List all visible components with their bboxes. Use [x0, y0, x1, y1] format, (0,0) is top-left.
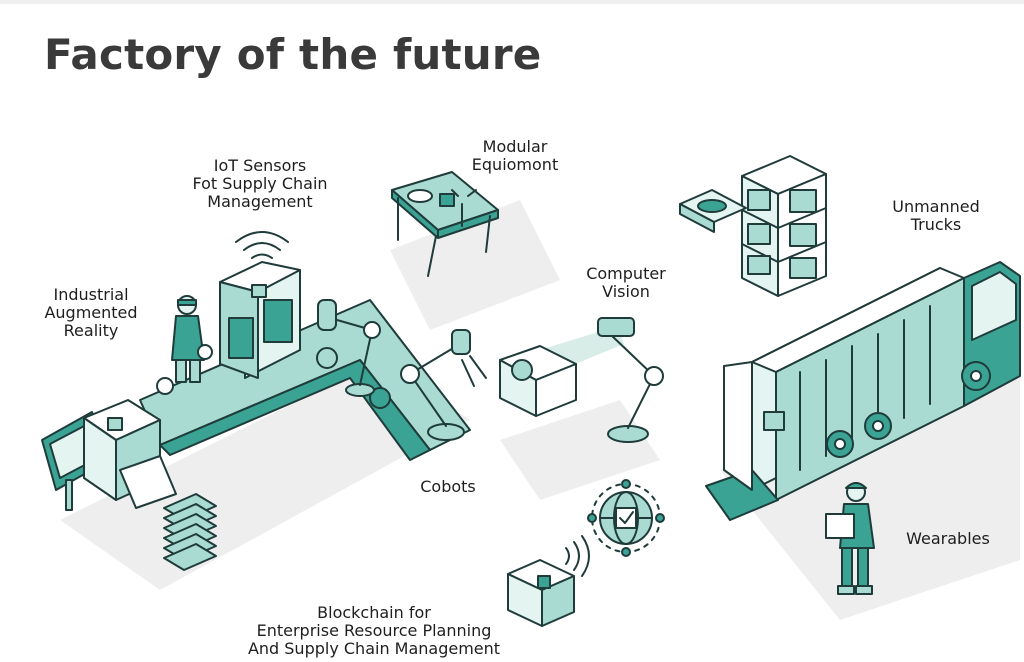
label-line: Wearables: [906, 529, 990, 548]
label-iot-sensors: IoT Sensors Fot Supply Chain Management: [170, 157, 350, 211]
top-strip: [0, 0, 1024, 4]
label-line: Industrial: [53, 285, 129, 304]
storage-rack: [679, 155, 827, 297]
ar-worker: [171, 295, 213, 383]
label-line: Trucks: [910, 215, 962, 234]
label-line: Enterprise Resource Planning: [256, 621, 492, 640]
label-line: Modular: [482, 137, 548, 156]
label-line: Cobots: [420, 477, 476, 496]
robot-arm-left: [317, 299, 381, 397]
label-cobots: Cobots: [404, 478, 492, 496]
label-line: Fot Supply Chain: [192, 174, 328, 193]
vision-robot: [499, 317, 664, 443]
cobot-arm: [400, 329, 487, 441]
ar-kiosk: [41, 399, 177, 511]
label-line: Vision: [602, 282, 650, 301]
wearables-worker: [825, 482, 875, 595]
label-modular-equipment: Modular Equiomont: [450, 138, 580, 174]
label-line: Reality: [63, 321, 119, 340]
delivery-truck: [705, 261, 1021, 521]
label-unmanned-trucks: Unmanned Trucks: [876, 198, 996, 234]
belt-items: [156, 347, 391, 409]
label-line: And Supply Chain Management: [247, 639, 501, 658]
label-line: Equiomont: [471, 155, 559, 174]
blockchain-box: [507, 535, 590, 627]
modular-table: [391, 171, 499, 277]
label-industrial-ar: Industrial Augmented Reality: [28, 286, 154, 340]
paper-stack: [163, 493, 217, 571]
blockchain-globe: [587, 479, 665, 557]
label-line: Management: [207, 192, 313, 211]
label-line: IoT Sensors: [213, 156, 307, 175]
label-line: Blockchain for: [317, 603, 431, 622]
label-line: Augmented: [44, 303, 138, 322]
label-line: Computer: [586, 264, 666, 283]
label-blockchain: Blockchain for Enterprise Resource Plann…: [214, 604, 534, 658]
wifi-icon: [235, 231, 289, 259]
label-line: Unmanned: [892, 197, 980, 216]
page-title: Factory of the future: [44, 30, 542, 79]
label-computer-vision: Computer Vision: [566, 265, 686, 301]
label-wearables: Wearables: [892, 530, 1004, 548]
